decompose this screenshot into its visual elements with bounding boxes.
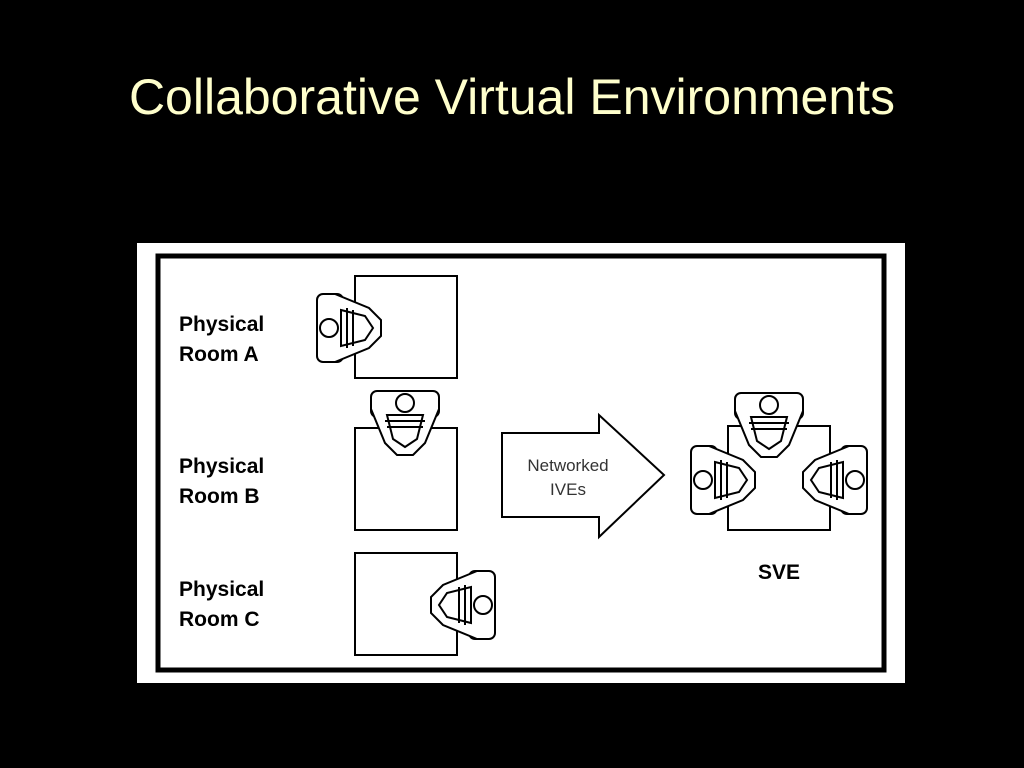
arrow-shape — [501, 412, 666, 540]
slide-title: Collaborative Virtual Environments — [128, 69, 896, 125]
room-c: Physical Room C — [179, 552, 496, 656]
arrow-label-line1: Networked — [527, 456, 608, 475]
cve-diagram: Physical Room A Physical Room B Physical… — [137, 243, 905, 683]
room-a-label-line1: Physical — [179, 313, 264, 336]
networked-arrow: Networked IVEs — [501, 412, 666, 540]
room-c-label-line2: Room C — [179, 608, 260, 631]
arrow-label-line2: IVEs — [550, 480, 586, 499]
room-b-label-line2: Room B — [179, 485, 260, 508]
sve: SVE — [690, 392, 868, 584]
sve-label: SVE — [758, 561, 800, 584]
room-b-label-line1: Physical — [179, 455, 264, 478]
room-c-label-line1: Physical — [179, 578, 264, 601]
room-b: Physical Room B — [179, 390, 458, 531]
room-a-label-line2: Room A — [179, 343, 259, 366]
room-a: Physical Room A — [179, 275, 458, 379]
diagram-canvas: Physical Room A Physical Room B Physical… — [155, 253, 887, 673]
diagram-frame — [155, 253, 887, 673]
